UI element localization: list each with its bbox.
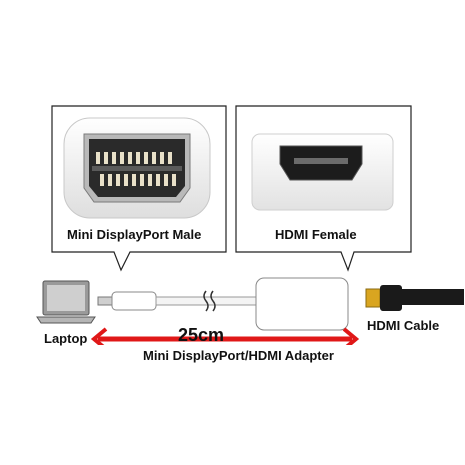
length-label: 25cm: [178, 325, 225, 345]
mini-displayport-male-photo: [63, 117, 211, 219]
adapter-label: Mini DisplayPort/HDMI Adapter: [143, 348, 334, 363]
hdmi-cable-label: HDMI Cable: [367, 318, 440, 333]
left-callout-frame: [51, 105, 227, 272]
hdmi-female-photo: [251, 133, 394, 211]
hdmi-plug-icon: [365, 285, 464, 311]
laptop-icon: [36, 280, 96, 324]
cable-break-icon: [203, 290, 216, 312]
connection-diagram: [36, 277, 464, 345]
mini-displayport-male-label: Mini DisplayPort Male: [67, 227, 202, 242]
hdmi-female-label: HDMI Female: [275, 227, 357, 242]
laptop-label: Laptop: [44, 331, 88, 346]
length-arrow: [90, 327, 360, 345]
mini-displayport-plug-icon: [97, 291, 157, 311]
adapter-block: [255, 277, 349, 331]
right-callout-frame: [235, 105, 412, 272]
